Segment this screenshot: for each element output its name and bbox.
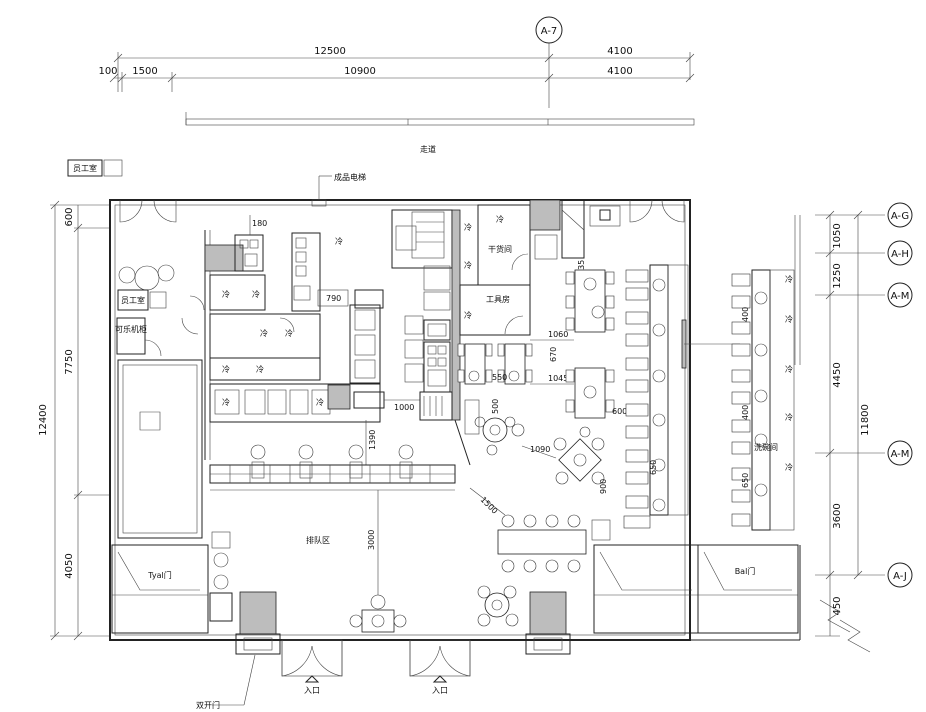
dim-inner-935: 935: [577, 260, 586, 275]
kiosk-left: [239, 591, 277, 635]
dim-right-total: 11800: [860, 404, 871, 436]
dim-inner-400b: 400: [741, 405, 750, 420]
label-dry-store: 干货间: [488, 244, 512, 254]
label-k13: 冷: [496, 214, 504, 224]
dim-left-3: 4050: [64, 553, 75, 578]
dining-area-middle: 550 1060 670 1045 600 500: [457, 269, 627, 627]
label-k17: 冷: [785, 412, 793, 422]
label-k18: 冷: [785, 462, 793, 472]
right-dimension-lines: 1050 1250 4450 3600 450 11800 A-G A-H A-…: [815, 202, 913, 637]
staff-area: 员工室 可乐机柜: [115, 230, 211, 539]
shop-right: [697, 544, 799, 634]
dim-top-6: 4100: [607, 66, 632, 77]
break-line: [819, 599, 851, 633]
dim-right-3: 4450: [832, 362, 843, 387]
grid-axis-label: A-H: [891, 249, 909, 260]
cooking-line: 冷 冷 冷: [391, 209, 472, 421]
entrance-doors: [281, 639, 471, 683]
staff-tag: 员工室: [73, 163, 97, 173]
label-washing: 洗碗间: [754, 442, 778, 452]
label-office: 可乐机柜: [115, 324, 147, 334]
dim-inner-180: 180: [252, 219, 267, 228]
dim-right-1: 1050: [832, 223, 843, 248]
dim-top-4: 1500: [132, 66, 157, 77]
dim-inner-650a: 650: [649, 460, 658, 475]
kitchen-rooms: 180 冷 冷 冷 冷 冷 冷 冷 790 冷 冷 1000: [189, 215, 420, 465]
label-entrance-2: 入口: [432, 686, 448, 695]
dim-right-5: 450: [832, 596, 843, 615]
shop-mid: [593, 544, 699, 634]
dim-right-4: 3600: [832, 503, 843, 528]
elevator-shaft: [529, 199, 561, 231]
dim-inner-790: 790: [326, 294, 341, 303]
grid-axis-label: A-J: [893, 571, 907, 582]
dim-inner-1045: 1045: [548, 374, 568, 383]
label-k7: 冷: [256, 364, 264, 374]
label-k2: 冷: [252, 289, 260, 299]
label-corridor: 走道: [420, 144, 436, 154]
outer-walls: [109, 199, 801, 641]
grid-axis-bubble: [887, 440, 913, 466]
staff-tag-box: [67, 159, 103, 177]
grid-axis-bubble: [887, 282, 913, 308]
label-tool-room: 工具房: [486, 294, 510, 304]
dim-inner-1060: 1060: [548, 330, 568, 339]
label-k9: 冷: [316, 397, 324, 407]
grid-axis-label: A-M: [891, 291, 910, 302]
dim-left-1: 600: [64, 207, 75, 226]
label-k14: 冷: [785, 274, 793, 284]
shop-left: [111, 544, 209, 634]
dim-inner-670: 670: [549, 347, 558, 362]
label-k5: 冷: [285, 328, 293, 338]
label-k8: 冷: [222, 397, 230, 407]
dim-inner-1390: 1390: [368, 430, 377, 450]
label-entrance-1: 入口: [304, 686, 320, 695]
label-k3: 冷: [335, 236, 343, 246]
dim-top-5: 10900: [344, 66, 376, 77]
dim-inner-3000: 3000: [367, 530, 376, 550]
dim-left-2: 7750: [64, 349, 75, 374]
dim-inner-400a: 400: [741, 307, 750, 322]
dim-right-2: 1250: [832, 263, 843, 288]
grid-axis-label: A-M: [891, 449, 910, 460]
dim-inner-1500: 1500: [479, 495, 500, 516]
label-main-door: 双开门: [196, 700, 220, 710]
grid-axis-bubble: [887, 202, 913, 228]
label-k11: 冷: [464, 260, 472, 270]
label-k6: 冷: [222, 364, 230, 374]
label-k1: 冷: [222, 289, 230, 299]
tool-room: [459, 284, 531, 336]
label-k4: 冷: [260, 328, 268, 338]
dim-inner-500: 500: [491, 399, 500, 414]
grid-axis-label: A-G: [891, 211, 909, 222]
label-queue: 排队区: [306, 535, 330, 545]
kiosk-right: [529, 591, 567, 635]
dim-top-2: 4100: [607, 46, 632, 57]
dim-inner-900: 900: [599, 479, 608, 494]
dim-left-total: 12400: [38, 404, 49, 436]
dim-top-1: 12500: [314, 46, 346, 57]
label-shop-1: Tyal门: [147, 570, 172, 580]
grid-axis-top-label: A-7: [541, 26, 558, 37]
dim-inner-1000: 1000: [394, 403, 414, 412]
dim-inner-1090: 1090: [530, 445, 550, 454]
label-k10: 冷: [464, 222, 472, 232]
booth-area: 650 洗碗间 400 400 650 冷 冷 冷 冷 冷: [623, 264, 795, 531]
ordering-counter: [209, 419, 471, 491]
grid-axis-bubble: [887, 240, 913, 266]
grid-axis-bubble: [887, 562, 913, 588]
dim-inner-550: 550: [492, 373, 507, 382]
dim-inner-600: 600: [612, 407, 627, 416]
left-dimension-lines: 600 7750 4050 12400: [38, 200, 110, 641]
dim-top-3: 100: [98, 66, 117, 77]
label-k12: 冷: [464, 310, 472, 320]
label-staff: 员工室: [121, 295, 145, 305]
label-elevator: 成品电梯: [334, 172, 366, 182]
label-k15: 冷: [785, 314, 793, 324]
dim-inner-650b: 650: [741, 473, 750, 488]
label-shop-2: Bal门: [735, 566, 756, 576]
top-dimension-lines: A-7 12500 4100 100 1500 10900 4100 走道: [98, 16, 695, 154]
label-k16: 冷: [785, 364, 793, 374]
